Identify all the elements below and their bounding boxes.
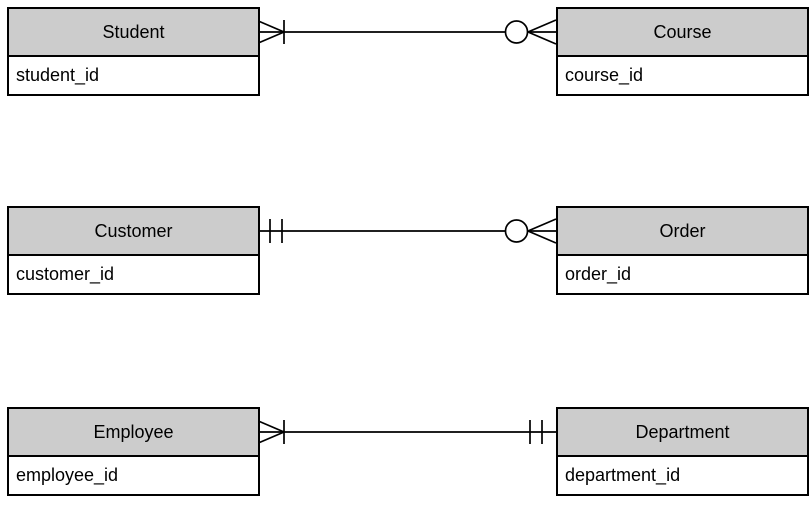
entity-name: Course [653, 21, 712, 42]
entity-order-attributes: order_id [558, 256, 807, 293]
entity-department[interactable]: Department department_id [556, 407, 809, 496]
entity-department-attributes: department_id [558, 457, 807, 494]
entity-course[interactable]: Course course_id [556, 7, 809, 96]
relationship-student-course[interactable] [255, 19, 557, 45]
attribute-label: customer_id [16, 264, 115, 284]
entity-student[interactable]: Student student_id [7, 7, 260, 96]
entity-department-header: Department [558, 409, 807, 457]
attribute-label: department_id [565, 465, 681, 485]
attribute-label: course_id [565, 65, 644, 85]
entity-student-attributes: student_id [9, 57, 258, 94]
entity-order[interactable]: Order order_id [556, 206, 809, 295]
entity-name: Department [635, 421, 730, 442]
entity-customer[interactable]: Customer customer_id [7, 206, 260, 295]
entity-name: Employee [93, 421, 174, 442]
crows-foot-one-or-many-icon [255, 19, 287, 45]
entity-student-header: Student [9, 9, 258, 57]
attribute-label: order_id [565, 264, 632, 284]
entity-course-header: Course [558, 9, 807, 57]
relationship-customer-order[interactable] [256, 218, 557, 244]
entity-course-attributes: course_id [558, 57, 807, 94]
entity-order-header: Order [558, 208, 807, 256]
crows-foot-zero-or-many-icon [504, 19, 557, 45]
attribute-label: student_id [16, 65, 100, 85]
entity-customer-attributes: customer_id [9, 256, 258, 293]
entity-employee-header: Employee [9, 409, 258, 457]
crows-foot-one-or-many-icon [255, 419, 287, 445]
crows-foot-zero-or-many-icon [504, 218, 557, 244]
entity-employee-attributes: employee_id [9, 457, 258, 494]
exactly-one-ticks-icon [269, 219, 283, 243]
relationship-employee-department[interactable] [255, 419, 556, 445]
exactly-one-ticks-icon [529, 420, 543, 444]
entity-customer-header: Customer [9, 208, 258, 256]
entity-name: Customer [94, 220, 173, 241]
entity-name: Order [659, 220, 706, 241]
attribute-label: employee_id [16, 465, 119, 485]
entity-name: Student [102, 21, 165, 42]
entity-employee[interactable]: Employee employee_id [7, 407, 260, 496]
